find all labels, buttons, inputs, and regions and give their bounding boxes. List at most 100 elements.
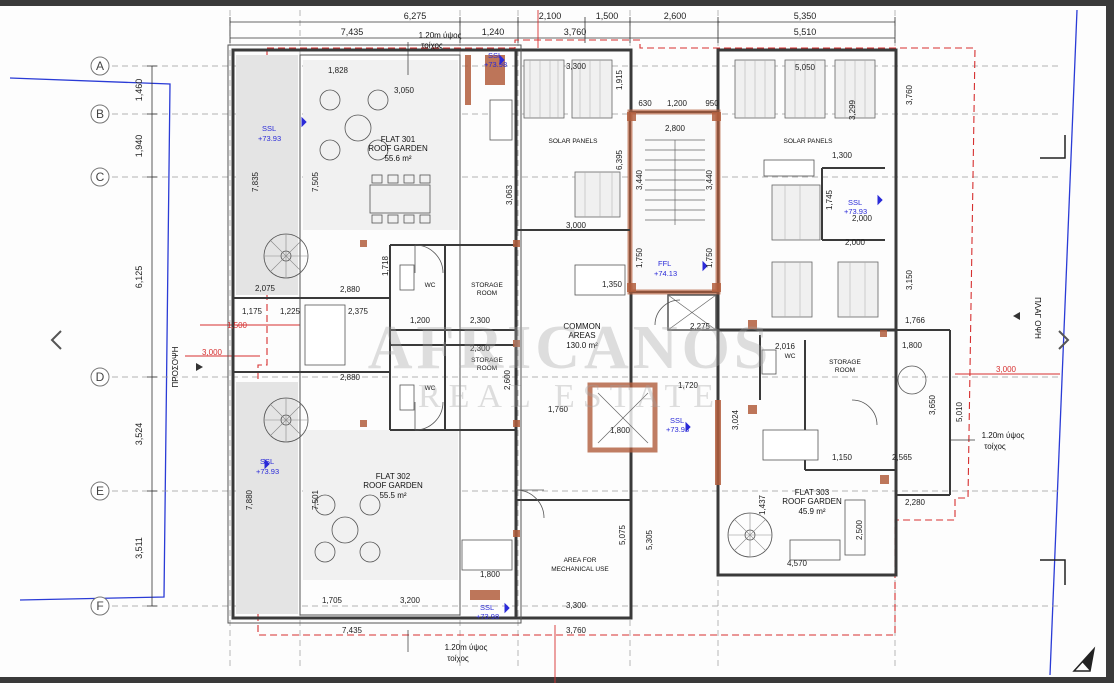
storage2-a: STORAGE xyxy=(471,357,503,364)
dim-top-5510: 5,510 xyxy=(794,27,817,37)
solar-left-label: SOLAR PANELS xyxy=(548,138,598,145)
dim-1720: 1,720 xyxy=(678,381,699,390)
dim-5010: 5,010 xyxy=(955,401,964,422)
chevron-left-icon xyxy=(50,330,62,350)
wc3-label: WC xyxy=(785,353,796,360)
storage1-b: ROOM xyxy=(477,290,497,297)
dim-2000b: 2,000 xyxy=(852,214,873,223)
flat301-area: 55.6 m² xyxy=(384,154,411,163)
dim-3300-bot: 3,300 xyxy=(566,601,587,610)
dim-top-7435: 7,435 xyxy=(341,27,364,37)
dim-1500: 1,500 xyxy=(227,321,248,330)
flat303-area: 45.9 m² xyxy=(798,507,825,516)
dim-1300: 1,300 xyxy=(832,151,853,160)
dim-2500: 2,500 xyxy=(855,519,864,540)
note-front: ΠΡΟΣΟΨΗ xyxy=(171,346,180,387)
flat302-name: FLAT 302 xyxy=(376,472,411,481)
note-wall-bottom-a: 1.20m ύψος xyxy=(445,643,488,652)
chevron-right-icon xyxy=(1058,330,1070,350)
dim-2000a: 2,000 xyxy=(845,238,866,247)
dim-left-6125: 6,125 xyxy=(134,266,144,289)
dim-1750a: 1,750 xyxy=(635,247,644,268)
dim-3063: 3,063 xyxy=(505,184,514,205)
grid-label-b: B xyxy=(96,107,104,121)
dim-top-2600: 2,600 xyxy=(664,11,687,21)
dim-3000-left: 3,000 xyxy=(202,348,223,357)
dim-top-5350: 5,350 xyxy=(794,11,817,21)
dim-3000-right: 3,000 xyxy=(996,365,1017,374)
dim-2016: 2,016 xyxy=(775,342,796,351)
dim-3050: 3,050 xyxy=(394,86,415,95)
ssl3-a: SSL xyxy=(670,416,684,425)
dim-7505: 7,505 xyxy=(311,171,320,192)
dim-1750b: 1,750 xyxy=(705,247,714,268)
dim-1718: 1,718 xyxy=(381,255,390,276)
common-name: COMMON xyxy=(563,322,601,331)
flat301-sub: ROOF GARDEN xyxy=(368,144,428,153)
common-sub: AREAS xyxy=(568,331,595,340)
ssl1-b: +73.93 xyxy=(258,134,281,143)
dim-3440a: 3,440 xyxy=(635,169,644,190)
dim-7435-bot: 7,435 xyxy=(342,626,363,635)
grid-label-d: D xyxy=(96,370,105,384)
flat302-sub: ROOF GARDEN xyxy=(363,481,423,490)
dim-1150: 1,150 xyxy=(832,453,853,462)
storage3-b: ROOM xyxy=(835,367,855,374)
dim-top-1240: 1,240 xyxy=(482,27,505,37)
dim-1745: 1,745 xyxy=(825,189,834,210)
dim-3650: 3,650 xyxy=(928,394,937,415)
solar-right-label: SOLAR PANELS xyxy=(783,138,833,145)
ssl5-b: +73.98 xyxy=(476,612,499,621)
dim-3200: 3,200 xyxy=(400,596,421,605)
wc1-label: WC xyxy=(425,282,436,289)
dim-2600: 2,600 xyxy=(503,369,512,390)
dim-1705: 1,705 xyxy=(322,596,343,605)
dim-1175: 1,175 xyxy=(242,307,263,316)
dim-3300-top: 3,300 xyxy=(566,62,587,71)
dim-3024: 3,024 xyxy=(731,409,740,430)
dim-2300a: 2,300 xyxy=(470,316,491,325)
ssl6-a: SSL xyxy=(488,51,502,60)
dim-1200b: 1,200 xyxy=(667,99,688,108)
previous-image-button[interactable] xyxy=(38,322,74,358)
dim-1760: 1,760 xyxy=(548,405,569,414)
common-area: 130.0 m² xyxy=(566,341,598,350)
dim-2375: 2,375 xyxy=(348,307,369,316)
dim-1437: 1,437 xyxy=(758,494,767,515)
dim-left-1940: 1,940 xyxy=(134,135,144,158)
flat303-sub: ROOF GARDEN xyxy=(782,497,842,506)
grid-label-e: E xyxy=(96,484,104,498)
ssl6-b: +73.98 xyxy=(484,60,507,69)
storage2-b: ROOM xyxy=(477,365,497,372)
dim-2075: 2,075 xyxy=(255,284,276,293)
note-wall-top-a: 1.20m ύψος xyxy=(419,31,462,40)
dim-1800: 1,800 xyxy=(902,341,923,350)
dim-top-1500: 1,500 xyxy=(596,11,619,21)
dim-630: 630 xyxy=(638,99,652,108)
dim-top-3760: 3,760 xyxy=(564,27,587,37)
dim-6395: 6,395 xyxy=(615,149,624,170)
dim-3000-c: 3,000 xyxy=(566,221,587,230)
dim-3299: 3,299 xyxy=(848,99,857,120)
ssl3-b: +73.93 xyxy=(666,425,689,434)
dim-2565: 2,565 xyxy=(892,453,913,462)
ffl-b: +74.13 xyxy=(654,269,677,278)
ssl5-a: SSL xyxy=(480,603,494,612)
ssl2-b: +73.93 xyxy=(256,467,279,476)
dim-7880: 7,880 xyxy=(245,489,254,510)
flat303-name: FLAT 303 xyxy=(795,488,830,497)
dim-5305: 5,305 xyxy=(645,529,654,550)
next-image-button[interactable] xyxy=(1046,322,1082,358)
flat301-name: FLAT 301 xyxy=(381,135,416,144)
note-wall-top-b: τοίχος xyxy=(421,41,443,50)
storage1-a: STORAGE xyxy=(471,282,503,289)
dim-left-1460: 1,460 xyxy=(134,79,144,102)
dim-3440b: 3,440 xyxy=(705,169,714,190)
dim-1800b: 1,800 xyxy=(610,426,631,435)
north-arrow-icon xyxy=(1072,646,1096,672)
dim-1766: 1,766 xyxy=(905,316,926,325)
dim-7835: 7,835 xyxy=(251,171,260,192)
dim-2300b: 2,300 xyxy=(470,344,491,353)
dim-1350: 1,350 xyxy=(602,280,623,289)
